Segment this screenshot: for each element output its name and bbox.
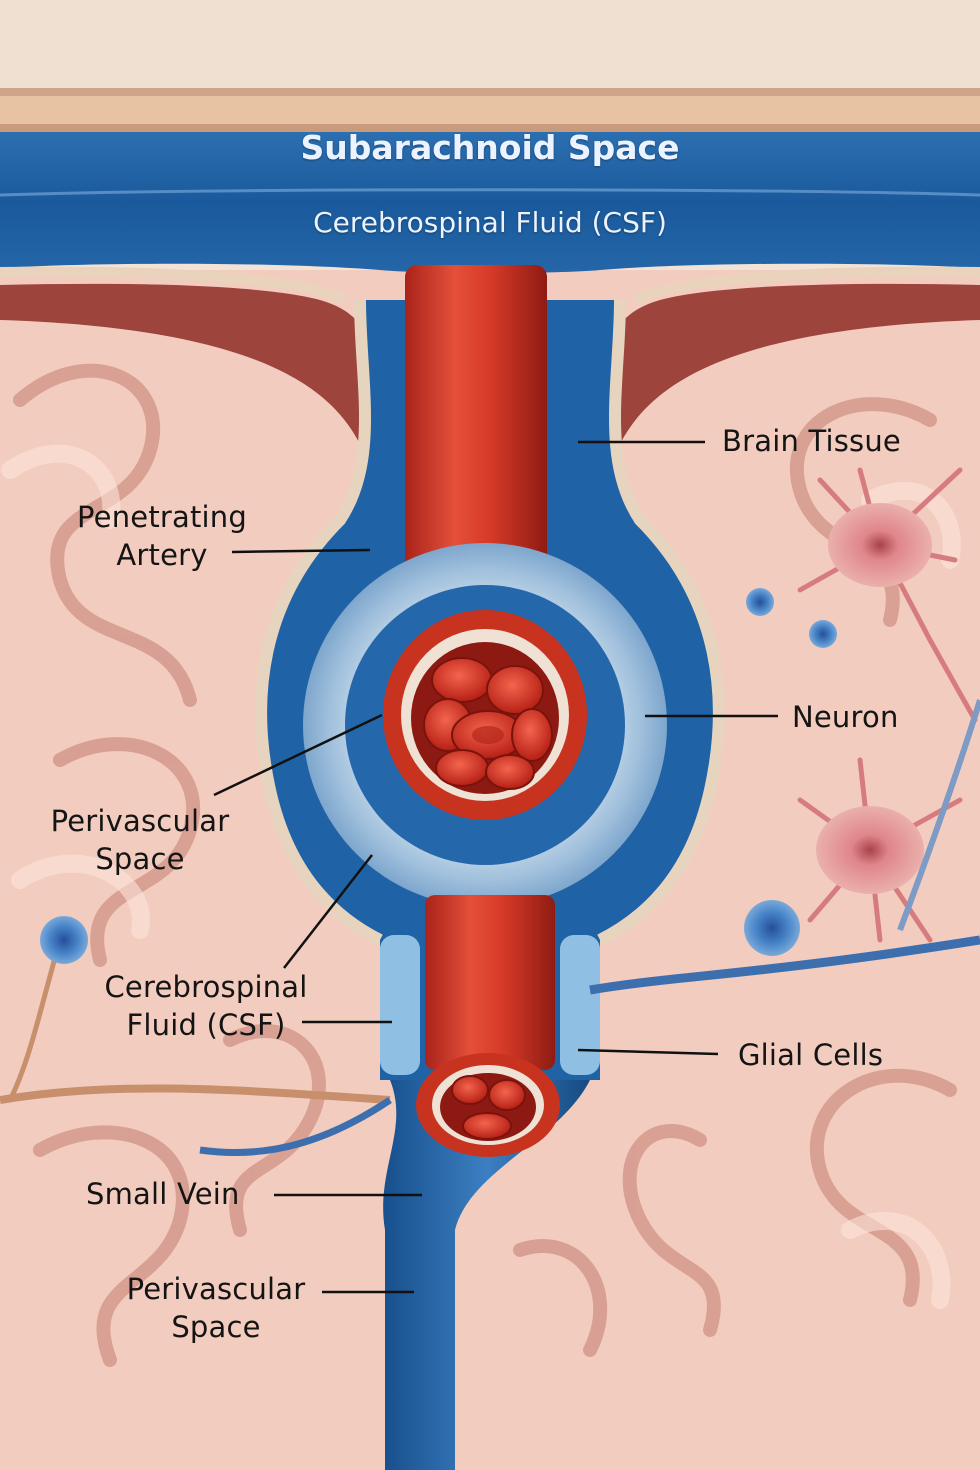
perivascular-space-upper-label: Perivascular Space bbox=[50, 804, 230, 876]
glial-cells-label: Glial Cells bbox=[738, 1038, 884, 1072]
perivascular-space-lower-label: Perivascular Space bbox=[126, 1272, 306, 1344]
neuron-label: Neuron bbox=[792, 700, 899, 734]
subarachnoid-space-label: Subarachnoid Space bbox=[300, 128, 680, 167]
brain-tissue-label: Brain Tissue bbox=[722, 424, 901, 458]
csf-top-label: Cerebrospinal Fluid (CSF) bbox=[313, 206, 667, 239]
penetrating-artery-label: Penetrating Artery bbox=[77, 500, 247, 572]
small-vein-label: Small Vein bbox=[86, 1177, 240, 1211]
csf-lower-label: Cerebrospinal Fluid (CSF) bbox=[104, 970, 308, 1042]
